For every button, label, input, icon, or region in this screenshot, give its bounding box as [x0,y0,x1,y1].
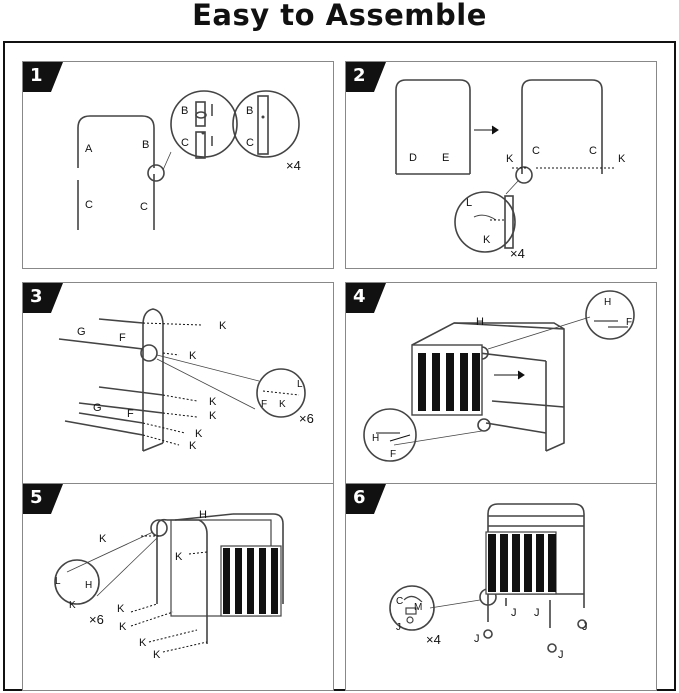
step-1-illustration: A B C C B C B C ×4 [77,90,301,230]
label-c: C [85,199,93,211]
step-3-illustration: G F K K K K K K G F L F K ×6 [58,308,314,452]
label-b: B [142,139,149,151]
label-j: J [558,649,564,661]
step-1-number: 1 [30,65,43,86]
label-d: D [409,152,417,164]
label-c: C [140,201,148,213]
label-k: K [99,533,107,545]
label-c: C [532,145,540,157]
label-g: G [93,402,102,414]
label-j: J [534,607,540,619]
label-k: K [506,153,514,165]
label-k: K [117,603,125,615]
step-4-number: 4 [353,286,366,307]
zoom-label-h: H [85,580,92,591]
step-6-panel: 6 [345,483,657,691]
step-4-illustration: H H F H F [363,290,635,462]
step-3-panel: 3 G F K K K K [22,282,334,490]
step-4-panel: 4 [345,282,657,490]
zoom-label-k: K [279,399,286,410]
label-f: F [127,408,134,420]
step-6-illustration: C M J J J J J J ×4 [389,503,588,661]
label-a: A [85,143,93,155]
label-k: K [195,428,203,440]
step-5-illustration: H K K L H K K K K K ×6 [54,509,284,661]
zoom-label-h: H [604,297,611,308]
label-k: K [119,621,127,633]
zoom-label-b: B [246,105,253,117]
instructions-frame [3,41,676,691]
label-k: K [189,440,197,452]
label-e: E [442,152,449,164]
zoom-label-m: M [414,602,422,613]
label-k: K [209,396,217,408]
label-h: H [476,316,484,328]
step-5-panel: 5 H K [22,483,334,691]
zoom-label-l: L [55,576,61,587]
label-k: K [139,637,147,649]
label-j: J [511,607,517,619]
zoom-label-c: C [181,137,189,149]
label-k: K [153,649,161,661]
quantity-label: ×6 [89,612,104,627]
zoom-label-h: H [372,433,379,444]
step-3-number: 3 [30,286,43,307]
zoom-label-f: F [390,449,396,460]
step-1-panel: 1 A B C C B C [22,61,334,269]
label-k: K [189,350,197,362]
step-2-illustration: D E K C C K L K ×4 [395,79,626,261]
label-c: C [589,145,597,157]
step-5-number: 5 [30,487,43,508]
zoom-label-k: K [483,234,491,246]
zoom-label-f: F [261,399,267,410]
zoom-label-f: F [626,317,632,328]
label-f: F [119,332,126,344]
step-2-number: 2 [353,65,366,86]
zoom-label-l: L [297,379,303,390]
label-k: K [219,320,227,332]
zoom-label-c: C [246,137,254,149]
label-j: J [582,621,588,633]
zoom-label-b: B [181,105,188,117]
quantity-label: ×4 [510,246,525,261]
label-j: J [474,633,480,645]
zoom-label-l: L [466,197,472,209]
step-2-panel: 2 D E K C C K L K ×4 [345,61,657,269]
label-k: K [175,551,183,563]
label-g: G [77,326,86,338]
zoom-label-j: J [396,622,401,633]
zoom-label-k: K [69,600,76,611]
label-k: K [209,410,217,422]
quantity-label: ×4 [286,158,301,173]
label-k: K [618,153,626,165]
page-title: Easy to Assemble [192,0,487,32]
label-h: H [199,509,207,521]
zoom-label-c: C [396,596,403,607]
quantity-label: ×4 [426,632,441,647]
quantity-label: ×6 [299,411,314,426]
step-6-number: 6 [353,487,366,508]
